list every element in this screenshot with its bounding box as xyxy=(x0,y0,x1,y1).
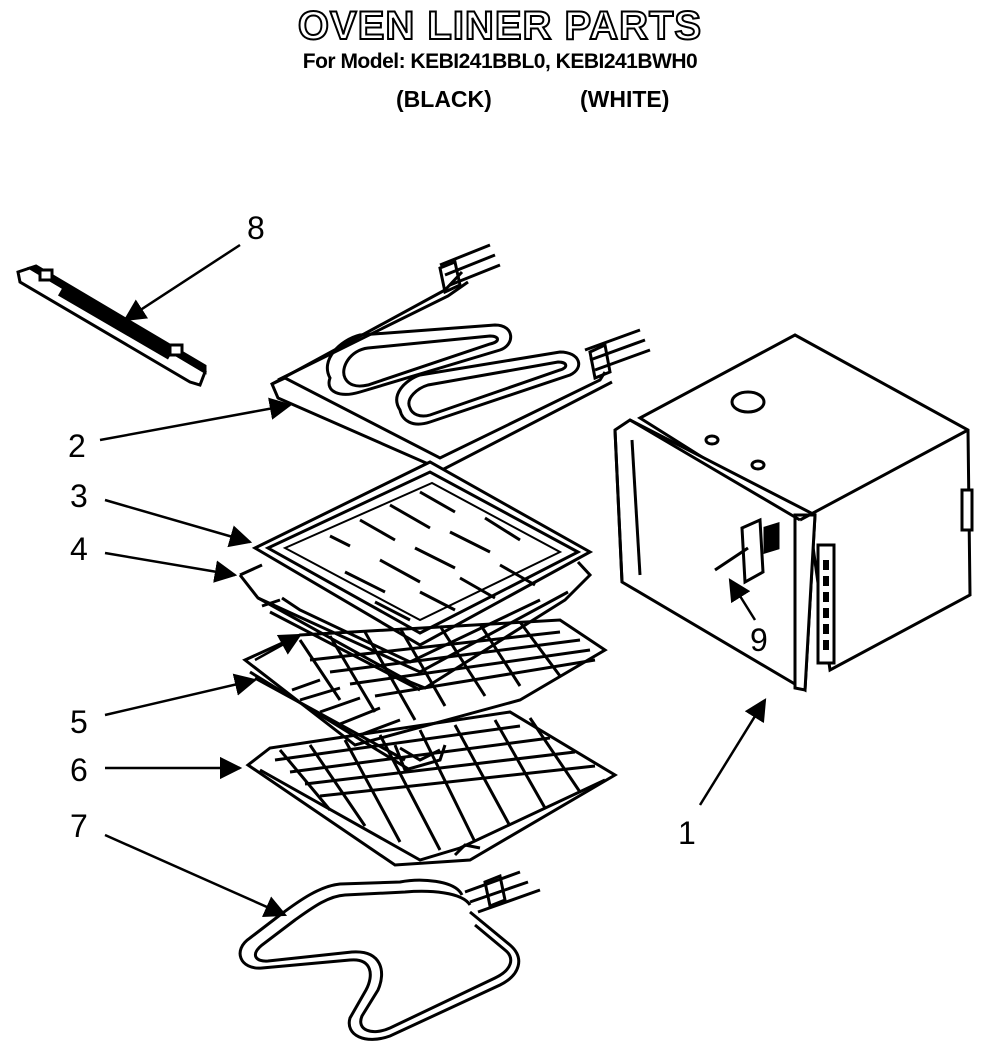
callout-6: 6 xyxy=(70,752,88,788)
callout-8: 8 xyxy=(247,210,265,246)
part-6-oven-rack xyxy=(245,710,618,867)
color-label-black: (BLACK) xyxy=(396,86,492,112)
leader-9 xyxy=(728,578,757,621)
leader-7 xyxy=(104,833,288,918)
leader-4 xyxy=(104,551,238,583)
leader-1 xyxy=(698,698,767,806)
leader-5 xyxy=(104,673,258,717)
callout-7: 7 xyxy=(70,808,88,844)
part-3-broiler-grid xyxy=(251,460,594,647)
model-subtitle: For Model: KEBI241BBL0, KEBI241BWH0 xyxy=(302,50,698,73)
part-4-broiler-pan xyxy=(238,560,593,692)
part-1-oven-liner xyxy=(613,333,974,693)
leader-8 xyxy=(123,243,241,322)
callout-2: 2 xyxy=(68,428,86,464)
diagram-title: OVEN LINER PARTS xyxy=(297,3,703,49)
part-2-broil-element xyxy=(270,243,651,472)
color-label-white: (WHITE) xyxy=(580,86,670,112)
callout-1: 1 xyxy=(678,815,696,851)
callout-9: 9 xyxy=(750,622,768,658)
leader-2 xyxy=(99,397,293,442)
callout-4: 4 xyxy=(70,531,88,567)
leader-lines xyxy=(99,243,767,918)
part-8-bracket xyxy=(16,264,207,387)
leader-5b xyxy=(254,633,302,662)
callout-5: 5 xyxy=(70,704,88,740)
part-5-oven-rack xyxy=(242,618,608,772)
leader-3 xyxy=(104,498,253,548)
callout-3: 3 xyxy=(70,478,88,514)
part-7-bake-element xyxy=(238,870,541,1041)
